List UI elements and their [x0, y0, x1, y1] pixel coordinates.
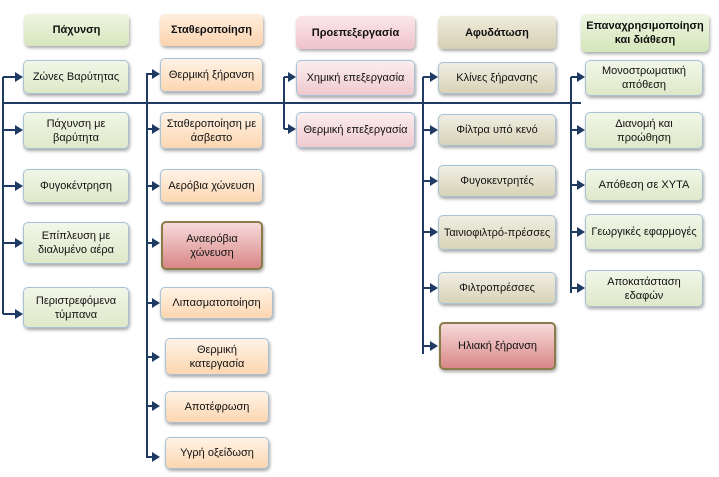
item-label: Ταινιοφιλτρό-πρέσσες: [443, 226, 551, 239]
arrow-head: [152, 124, 160, 134]
item-label: Θερμική ξήρανση: [168, 69, 255, 81]
item-label: Φυγοκέντρηση: [40, 180, 112, 192]
header-pretreatment: Προεπεξεργασία: [296, 16, 415, 49]
arrow-head: [577, 283, 585, 293]
header-stabilization: Σταθεροποίηση: [160, 14, 263, 46]
item-label: Φιλτροπρέσσες: [459, 282, 535, 294]
header-pretreatment-label: Προεπεξεργασία: [311, 26, 400, 39]
item-label: Θερμική κατεργασία: [189, 343, 245, 370]
arrow-head: [430, 341, 438, 351]
item-label: Αποτέφρωση: [184, 401, 250, 413]
thickening-item-gravity-zones: Ζώνες Βαρύτητας: [23, 60, 129, 94]
stabilization-item-anaerobic-digestion: Αναερόβια χώνευση: [161, 221, 263, 270]
item-label: Αερόβια χώνευση: [168, 180, 255, 192]
arrow-head: [152, 452, 160, 462]
reuse-item-distribution: Διανομή και προώθηση: [585, 112, 703, 149]
item-label: Σταθεροποίηση με άσβεστο: [166, 117, 257, 144]
reuse-item-monofill: Μονοστρωματική απόθεση: [585, 60, 703, 96]
stabilization-item-incineration: Αποτέφρωση: [165, 391, 269, 423]
item-label: Πάχυνση με βαρύτητα: [46, 117, 106, 144]
stabilization-item-composting: Λιπασματοποίηση: [160, 287, 273, 319]
reuse-item-landfill: Απόθεση σε ΧΥΤΑ: [585, 169, 703, 201]
thickening-item-dissolved-air-flotation: Επίπλευση με διαλυμένο αέρα: [23, 222, 129, 264]
dewatering-item-centrifuges: Φυγοκεντρητές: [438, 165, 556, 197]
reuse-item-agriculture: Γεωργικές εφαρμογές: [585, 214, 703, 250]
stabilization-item-thermal-drying: Θερμική ξήρανση: [160, 58, 263, 92]
arrow-head: [288, 72, 296, 82]
item-label: Μονοστρωματική απόθεση: [602, 65, 686, 91]
item-label: Διανομή και προώθηση: [615, 117, 673, 144]
reuse-item-land-reclamation: Αποκατάσταση εδαφών: [585, 270, 703, 307]
pretreatment-item-chemical: Χημική επεξεργασία: [296, 60, 415, 96]
item-label: Χημική επεξεργασία: [306, 72, 405, 84]
item-label: Απόθεση σε ΧΥΤΑ: [598, 179, 690, 191]
arrow-head: [430, 227, 438, 237]
item-label: Φίλτρα υπό κενό: [456, 124, 538, 136]
arrow-head: [152, 238, 160, 248]
header-reuse-disposal-label: Επαναχρησιμοποίηση και διάθεση: [586, 20, 704, 46]
item-label: Αναερόβια χώνευση: [186, 232, 238, 259]
thickening-item-centrifugation: Φυγοκέντρηση: [23, 169, 129, 203]
stabilization-item-thermal-treatment: Θερμική κατεργασία: [165, 338, 269, 375]
item-label: Φυγοκεντρητές: [460, 175, 534, 187]
arrow-head: [430, 125, 438, 135]
arrow-head: [152, 298, 160, 308]
header-thickening-label: Πάχυνση: [52, 24, 101, 36]
dewatering-item-belt-filter-presses: Ταινιοφιλτρό-πρέσσες: [438, 215, 556, 250]
dewatering-item-vacuum-filters: Φίλτρα υπό κενό: [438, 114, 556, 146]
thickening-item-gravity-thickening: Πάχυνση με βαρύτητα: [23, 112, 129, 149]
thickening-item-rotary-drums: Περιστρεφόμενα τύμπανα: [23, 287, 129, 328]
stabilization-item-wet-oxidation: Υγρή οξείδωση: [165, 437, 269, 469]
header-dewatering-label: Αφυδάτωση: [465, 26, 529, 39]
arrow-head: [15, 181, 23, 191]
arrow-head: [15, 72, 23, 82]
arrow-head: [152, 352, 160, 362]
arrow-head: [577, 72, 585, 82]
stabilization-item-aerobic-digestion: Αερόβια χώνευση: [160, 169, 263, 203]
dewatering-item-drying-beds: Κλίνες ξήρανσης: [438, 62, 556, 94]
header-dewatering: Αφυδάτωση: [438, 16, 556, 49]
arrow-head: [430, 176, 438, 186]
arrow-head: [430, 72, 438, 82]
item-label: Ηλιακή ξήρανση: [458, 340, 537, 352]
arrow-head: [15, 238, 23, 248]
item-label: Αποκατάσταση εδαφών: [607, 275, 681, 302]
header-reuse-disposal: Επαναχρησιμοποίηση και διάθεση: [581, 14, 709, 52]
arrow-head: [152, 401, 160, 411]
arrow-head: [15, 125, 23, 135]
item-label: Γεωργικές εφαρμογές: [591, 226, 697, 238]
arrow-head: [577, 180, 585, 190]
arrow-head: [577, 227, 585, 237]
item-label: Υγρή οξείδωση: [180, 447, 254, 459]
header-thickening: Πάχυνση: [24, 14, 129, 46]
item-label: Κλίνες ξήρανσης: [456, 72, 538, 84]
item-label: Περιστρεφόμενα τύμπανα: [35, 294, 117, 321]
arrow-head: [152, 181, 160, 191]
arrow-head: [152, 69, 160, 79]
stabilization-item-lime: Σταθεροποίηση με άσβεστο: [160, 112, 263, 149]
item-label: Ζώνες Βαρύτητας: [32, 71, 120, 83]
dewatering-item-filter-presses: Φιλτροπρέσσες: [438, 272, 556, 304]
item-label: Λιπασματοποίηση: [172, 297, 261, 309]
arrow-head: [430, 283, 438, 293]
arrow-head: [15, 309, 23, 319]
header-stabilization-label: Σταθεροποίηση: [170, 24, 253, 36]
arrow-head: [577, 125, 585, 135]
arrow-head: [288, 124, 296, 134]
dewatering-item-solar-drying: Ηλιακή ξήρανση: [439, 322, 556, 370]
pretreatment-item-thermal: Θερμική επεξεργασία: [296, 112, 415, 148]
item-label: Επίπλευση με διαλυμένο αέρα: [38, 230, 114, 256]
item-label: Θερμική επεξεργασία: [303, 124, 408, 136]
